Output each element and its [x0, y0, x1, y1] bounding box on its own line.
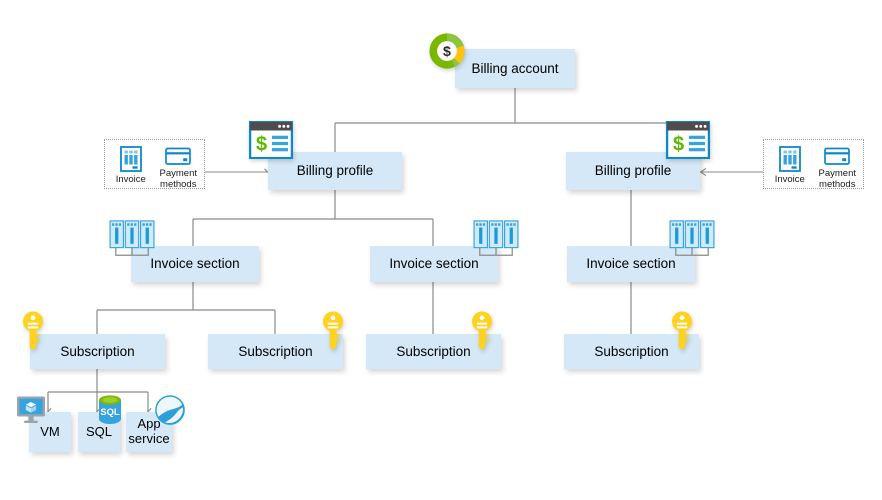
node-subscription-4[interactable]: Subscription — [564, 334, 699, 369]
virtual-machine-icon — [17, 396, 45, 423]
payment-methods-label: Payment methods — [818, 168, 857, 190]
billing-window-icon-wrap-1: $ — [248, 120, 294, 164]
key-icon-wrap-3 — [469, 310, 495, 355]
node-subscription-3[interactable]: Subscription — [366, 334, 501, 369]
node-label: Invoice section — [389, 256, 479, 272]
virtual-machine-icon-wrap — [16, 395, 46, 430]
node-label: VM — [40, 423, 60, 439]
sql-database-icon: SQL — [99, 395, 121, 424]
invoice-item[interactable]: Invoice — [771, 146, 809, 186]
node-label: Invoice section — [586, 256, 676, 272]
node-subscription-1[interactable]: Subscription — [30, 334, 165, 369]
svg-text:SQL: SQL — [100, 406, 120, 417]
node-invoice-section-2[interactable]: Invoice section — [370, 246, 498, 282]
payment-group-right[interactable]: Invoice Payment methods — [763, 139, 864, 190]
node-label: SQL — [85, 423, 112, 439]
node-resource-vm[interactable]: VM — [29, 412, 71, 452]
key-icon — [23, 311, 43, 350]
invoice-stack-icon-wrap-1 — [108, 219, 156, 266]
node-label: App service — [128, 416, 170, 446]
node-billing-account[interactable]: Billing account — [455, 49, 575, 88]
node-subscription-2[interactable]: Subscription — [208, 334, 343, 369]
invoice-stack-icon-wrap-3 — [668, 219, 716, 266]
invoice-icon — [778, 146, 801, 172]
key-icon-wrap-2 — [320, 310, 346, 355]
node-label: Subscription — [594, 343, 669, 359]
billing-window-icon: $ — [248, 120, 294, 160]
invoice-item[interactable]: Invoice — [112, 146, 150, 186]
node-label: Subscription — [60, 343, 135, 359]
app-service-globe-icon-wrap — [155, 395, 185, 430]
app-service-globe-icon — [155, 395, 185, 425]
invoice-icon — [119, 146, 142, 172]
billing-window-icon: $ — [665, 120, 711, 160]
key-icon-wrap-4 — [669, 310, 695, 355]
billing-window-icon-wrap-2: $ — [665, 120, 711, 164]
invoice-stack-icon — [473, 220, 519, 256]
invoice-stack-icon — [109, 220, 155, 256]
payment-group-left[interactable]: Invoice Payment methods — [104, 139, 205, 190]
payment-methods-label: Payment methods — [159, 168, 198, 190]
sql-database-icon-wrap: SQL — [95, 395, 125, 430]
node-label: Billing profile — [594, 163, 672, 179]
invoice-stack-icon-wrap-2 — [472, 219, 520, 266]
payment-card-icon — [824, 147, 851, 165]
node-label: Billing account — [471, 60, 559, 76]
invoice-stack-icon — [669, 220, 715, 256]
dollar-donut-icon-wrap: $ — [428, 32, 466, 75]
key-icon — [472, 311, 492, 350]
invoice-label: Invoice — [115, 174, 146, 185]
node-label: Subscription — [238, 343, 313, 359]
invoice-label: Invoice — [774, 174, 805, 185]
key-icon — [323, 311, 343, 350]
svg-text:$: $ — [673, 133, 684, 155]
node-label: Invoice section — [150, 256, 240, 272]
svg-text:$: $ — [256, 133, 267, 155]
key-icon-wrap-1 — [20, 310, 46, 355]
payment-card-icon — [165, 147, 192, 165]
key-icon — [672, 311, 692, 350]
node-label: Subscription — [396, 343, 471, 359]
svg-text:$: $ — [443, 44, 451, 60]
payment-methods-item[interactable]: Payment methods — [818, 146, 857, 190]
node-label: Billing profile — [296, 163, 374, 179]
payment-methods-item[interactable]: Payment methods — [159, 146, 198, 190]
dollar-donut-icon: $ — [429, 33, 465, 69]
